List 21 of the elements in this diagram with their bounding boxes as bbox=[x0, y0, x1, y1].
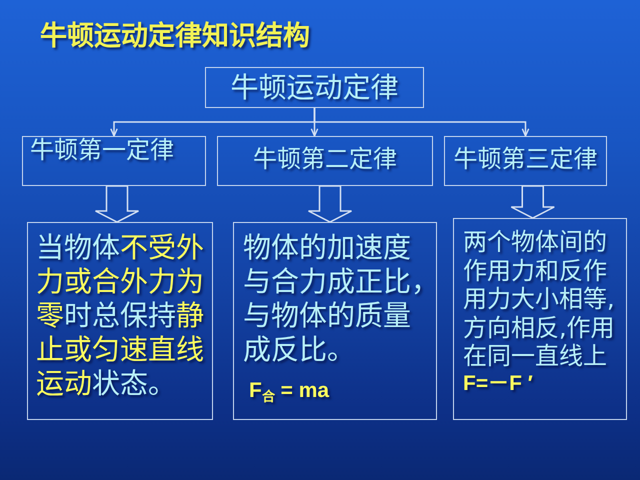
law-name: 牛顿第三定律 bbox=[454, 145, 598, 173]
statement-box bbox=[453, 218, 627, 420]
law-name: 牛顿第二定律 bbox=[253, 145, 397, 173]
statement-text: 两个物体间的作用力和反作用力大小相等,方向相反,作用在同一直线上 bbox=[463, 228, 616, 370]
law-box bbox=[22, 136, 206, 186]
connector-arrow bbox=[314, 108, 530, 137]
slide-title: 牛顿运动定律知识结构 bbox=[40, 21, 310, 53]
block-arrow bbox=[308, 185, 352, 223]
statement-text: 当物体不受外力或合外力为零时总保持静止或匀速直线运动状态。 bbox=[36, 231, 205, 401]
law-name: 牛顿第一定律 bbox=[30, 138, 174, 162]
law-box bbox=[217, 136, 433, 186]
law-box bbox=[444, 136, 607, 186]
formula: F$_{合}$ = ma bbox=[249, 379, 330, 403]
statement-box bbox=[27, 222, 213, 420]
topic-box bbox=[205, 67, 424, 108]
block-arrow bbox=[94, 185, 140, 223]
statement-text: 物体的加速度与合力成正比，与物体的质量成反比。 bbox=[243, 231, 426, 367]
statement-box bbox=[233, 222, 437, 420]
block-arrow bbox=[510, 185, 555, 219]
formula: F=－F ′ bbox=[463, 370, 533, 396]
topic-label: 牛顿运动定律 bbox=[230, 72, 398, 104]
